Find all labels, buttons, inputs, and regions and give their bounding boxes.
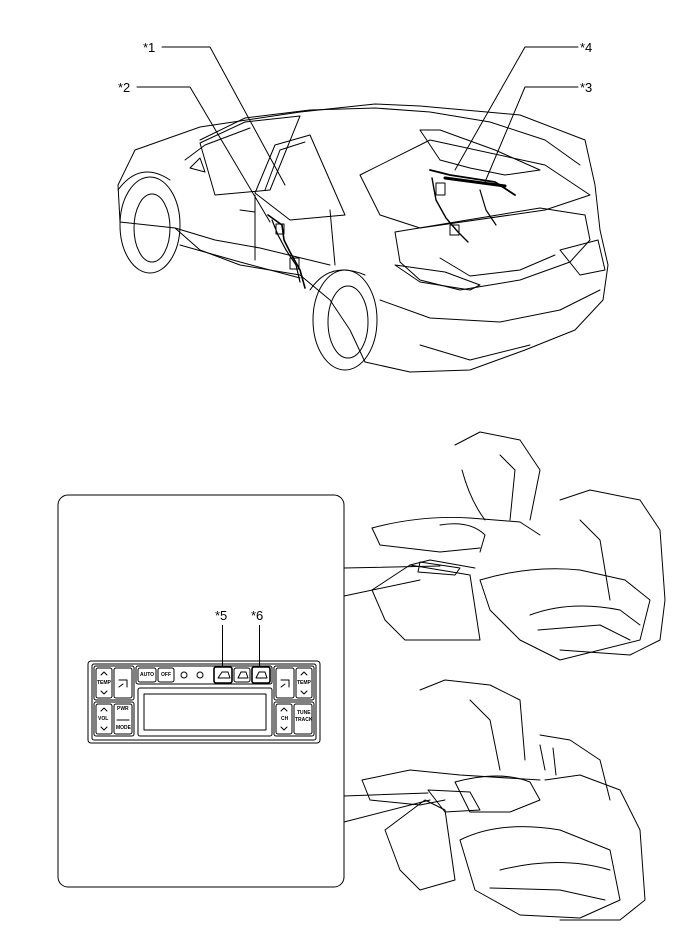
ch-label: CH: [281, 716, 289, 722]
inset-pointer-bottom: [343, 792, 429, 797]
temp-right-label: TEMP: [297, 680, 311, 686]
callout-4: *4: [580, 40, 593, 55]
inset-pointer-top-2: [343, 579, 421, 597]
auto-button-label: AUTO: [140, 672, 155, 678]
callout-1: *1: [143, 40, 156, 55]
leader-1: [161, 46, 286, 186]
vol-label: VOL: [98, 716, 109, 722]
tune-label: TUNE: [297, 710, 311, 716]
track-label: TRACK: [295, 717, 313, 723]
callout-3: *3: [580, 80, 593, 95]
leader-3: [484, 86, 579, 183]
leader-5: [222, 625, 223, 667]
switch-panel-inset: [57, 494, 345, 888]
leader-4: [454, 46, 579, 171]
mode-label: MODE: [116, 725, 131, 731]
callout-2: *2: [118, 80, 131, 95]
leader-2: [136, 86, 271, 223]
leader-6: [259, 625, 260, 667]
rear-seat-console-view-upper: [371, 431, 666, 661]
pwr-label: PWR: [117, 706, 129, 712]
callout-5: *5: [215, 608, 228, 623]
temp-left-label: TEMP: [97, 680, 111, 686]
off-button-label: OFF: [161, 672, 171, 678]
rear-seat-console-view-lower: [361, 679, 646, 921]
rear-climate-control-panel: [87, 660, 321, 744]
callout-6: *6: [251, 608, 264, 623]
sedan-illustration: [117, 103, 609, 373]
inset-pointer-bottom-2: [343, 799, 431, 823]
inset-pointer-top: [343, 565, 441, 569]
callout-leaders: [136, 46, 579, 223]
